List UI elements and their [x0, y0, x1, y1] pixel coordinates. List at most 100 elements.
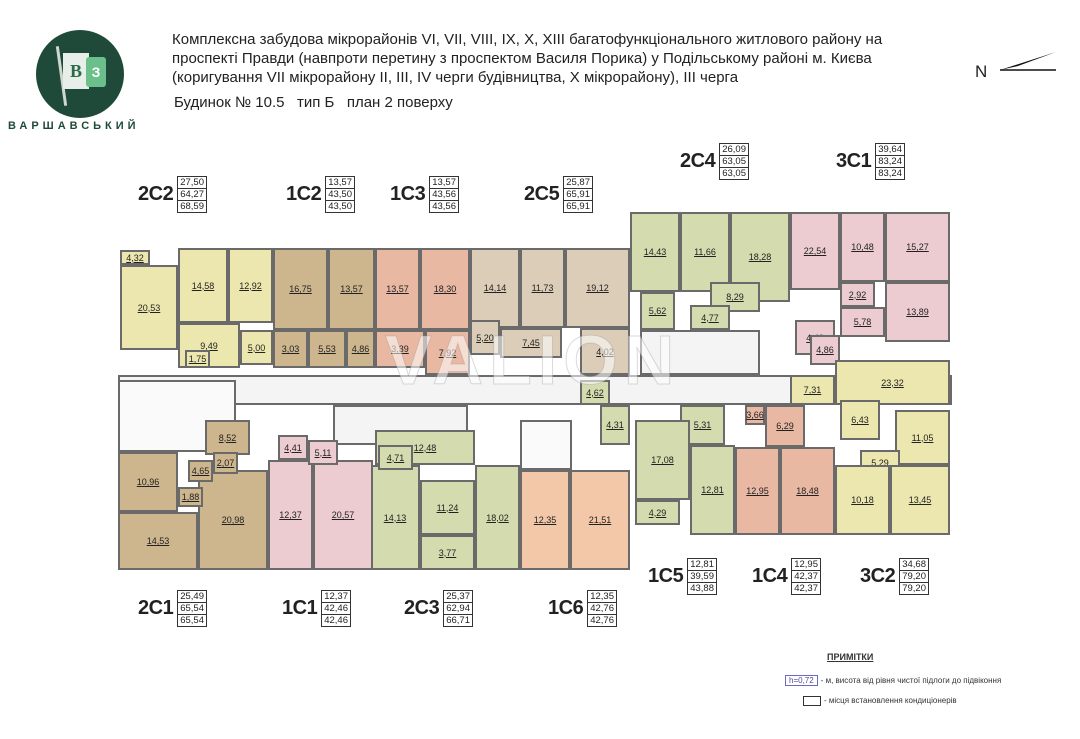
total-area: 42,37 — [792, 571, 820, 583]
room-2c3: 14,13 — [370, 465, 420, 570]
apartment-areas: 25,87 65,91 65,91 — [563, 176, 593, 213]
room-3c2: 6,43 — [840, 400, 880, 440]
apartment-areas: 12,35 42,76 42,76 — [587, 590, 617, 627]
north-arrow-icon — [1000, 52, 1056, 71]
room-3c2: 7,31 — [790, 375, 835, 405]
room-1c2: 13,57 — [328, 248, 375, 330]
living-area: 26,09 — [720, 144, 748, 156]
apartment-code: 3С2 — [860, 565, 896, 587]
total-area: 39,59 — [688, 571, 716, 583]
total-area: 79,20 — [900, 571, 928, 583]
room-2c1: 2,07 — [213, 452, 238, 474]
total-area: 64,27 — [178, 189, 206, 201]
room-2c3: 4,71 — [378, 445, 413, 470]
apartment-code: 2С2 — [138, 183, 174, 205]
apartment-label: 1С1 12,37 42,46 42,46 — [282, 590, 351, 627]
room-2c5: 19,12 — [565, 248, 630, 328]
living-area: 12,35 — [588, 591, 616, 603]
total-area: 62,94 — [444, 603, 472, 615]
room-2c5: 7,45 — [500, 328, 562, 358]
title-line: Комплексна забудова мікрорайонів VI, VII… — [172, 31, 883, 48]
apartment-code: 1С5 — [648, 565, 684, 587]
room-1c5: 4,29 — [635, 500, 680, 525]
room-1c4: 18,48 — [780, 447, 835, 535]
room-3c2: 10,18 — [835, 465, 890, 535]
apartment-areas: 25,37 62,94 66,71 — [443, 590, 473, 627]
height-desc: - м, висота від рівня чистої підлоги до … — [820, 676, 1002, 685]
apartment-label: 1С6 12,35 42,76 42,76 — [548, 590, 617, 627]
apartment-label: 1С4 12,95 42,37 42,37 — [752, 558, 821, 595]
logo-text: ВАРШАВСЬКИЙ — [8, 120, 140, 132]
room-2c1: 10,96 — [118, 452, 178, 512]
room-1c3: 18,30 — [420, 248, 470, 330]
apartment-label: 1С3 13,57 43,56 43,56 — [390, 176, 459, 213]
room-2c1: 8,52 — [205, 420, 250, 455]
total-area-with-balcony: 83,24 — [878, 168, 902, 179]
north-label: N — [975, 62, 988, 81]
room-2c1: 14,53 — [118, 512, 198, 570]
logo-badge-icon: З — [86, 57, 106, 87]
total-area-with-balcony: 42,46 — [324, 615, 348, 626]
apartment-code: 2С5 — [524, 183, 560, 205]
apartment-areas: 34,68 79,20 79,20 — [899, 558, 929, 595]
total-area: 42,76 — [588, 603, 616, 615]
room-2c2: 12,92 — [228, 248, 273, 323]
room-2c3: 18,02 — [475, 465, 520, 570]
total-area-with-balcony: 65,54 — [180, 615, 204, 626]
living-area: 13,57 — [326, 177, 354, 189]
room-2c2: 5,00 — [240, 330, 273, 365]
apartment-code: 2С1 — [138, 597, 174, 619]
ac-desc: - місця встановлення кондиціонерів — [824, 696, 957, 706]
apartment-code: 1С2 — [286, 183, 322, 205]
living-area: 25,37 — [444, 591, 472, 603]
living-area: 12,95 — [792, 559, 820, 571]
apartment-label: 3С2 34,68 79,20 79,20 — [860, 558, 929, 595]
apartment-label: 2С3 25,37 62,94 66,71 — [404, 590, 473, 627]
apartment-areas: 39,64 83,24 83,24 — [875, 143, 905, 180]
apartment-areas: 25,49 65,54 65,54 — [177, 590, 207, 627]
total-area: 63,05 — [720, 156, 748, 168]
total-area: 43,50 — [326, 189, 354, 201]
room-3c1: 10,48 — [840, 212, 885, 282]
room-2c3: 11,24 — [420, 480, 475, 535]
logo-flag-icon: В — [63, 53, 89, 89]
room-2c4: 5,62 — [640, 292, 675, 330]
stairwell-center — [520, 420, 572, 470]
room-2c1: 20,98 — [198, 470, 268, 570]
total-area-with-balcony: 63,05 — [722, 168, 746, 179]
apartment-code: 3С1 — [836, 150, 872, 172]
living-area: 25,49 — [178, 591, 206, 603]
room-1c1: 5,11 — [308, 440, 338, 465]
room-2c5: 11,73 — [520, 248, 565, 328]
room-1c2: 3,03 — [273, 330, 308, 368]
ac-box-icon — [803, 696, 821, 706]
note-window-height: h=0,72- м, висота від рівня чистої підло… — [785, 675, 1002, 686]
room-1c6: 12,35 — [520, 470, 570, 570]
room-3c1: 15,27 — [885, 212, 950, 282]
logo: В З — [36, 30, 124, 118]
room-3c1: 13,89 — [885, 282, 950, 342]
apartment-areas: 26,09 63,05 63,05 — [719, 143, 749, 180]
room-1c3: 7,92 — [425, 330, 470, 375]
room-2c2: 4,32 — [120, 250, 150, 265]
room-2c4: 14,43 — [630, 212, 680, 292]
room-1c5: 17,08 — [635, 420, 690, 500]
project-title: Комплексна забудова мікрорайонів VI, VII… — [172, 30, 882, 87]
living-area: 25,87 — [564, 177, 592, 189]
total-area-with-balcony: 66,71 — [446, 615, 470, 626]
room-2c5: 4,02 — [580, 328, 630, 375]
room-1c5: 4,62 — [580, 380, 610, 405]
total-area: 65,54 — [178, 603, 206, 615]
room-2c2: 14,58 — [178, 248, 228, 323]
living-area: 34,68 — [900, 559, 928, 571]
living-area: 13,57 — [430, 177, 458, 189]
apartment-code: 2С3 — [404, 597, 440, 619]
title-line: (коригування VII мікрорайону II, III, IV… — [172, 69, 739, 86]
room-2c3: 3,77 — [420, 535, 475, 570]
room-1c4: 12,95 — [735, 447, 780, 535]
room-2c1: 4,65 — [188, 460, 213, 482]
total-area-with-balcony: 42,76 — [590, 615, 614, 626]
room-2c4: 8,29 — [710, 282, 760, 312]
